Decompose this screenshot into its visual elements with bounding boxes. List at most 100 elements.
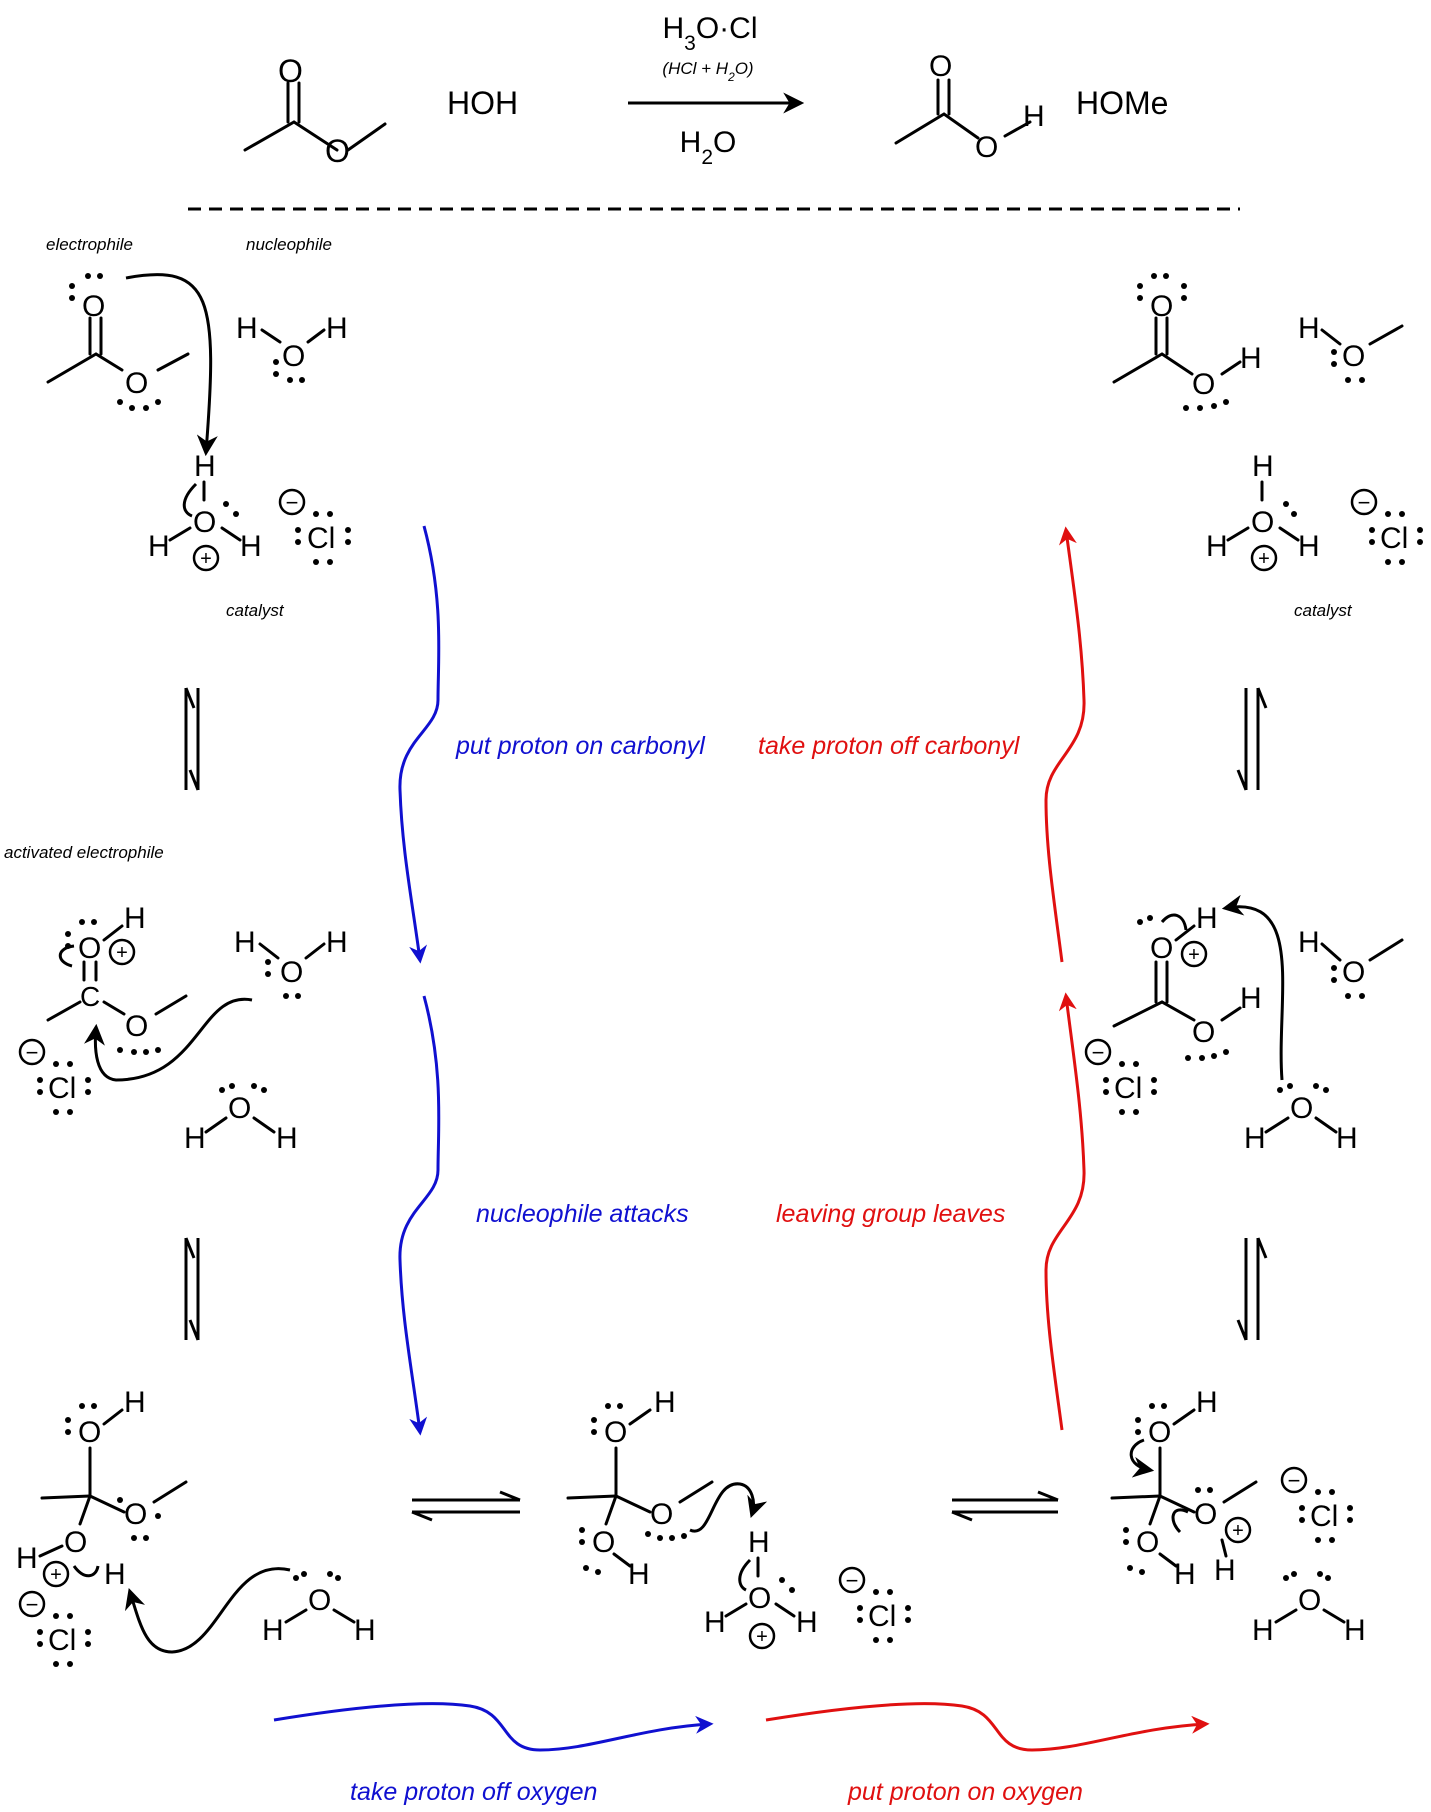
equilibrium-arrow [184, 1237, 200, 1341]
equilibrium-arrow [951, 1490, 1059, 1522]
atom-o: O [1136, 1526, 1159, 1559]
atom-cl: Cl [1114, 1072, 1142, 1105]
atom-h: H [1240, 342, 1262, 375]
charge-plus: + [1258, 548, 1270, 570]
atom-h: H [262, 1614, 284, 1647]
atom-o: O [278, 53, 303, 89]
activated-electrophile-label: activated electrophile [4, 843, 164, 862]
red-process-arrow [1044, 526, 1086, 963]
charge-minus: − [26, 1040, 39, 1065]
atom-h: H [628, 1558, 650, 1591]
atom-h: H [654, 1386, 676, 1419]
atom-h: H [148, 530, 170, 563]
atom-o: O [1342, 340, 1365, 373]
atom-o: O [280, 956, 303, 989]
charge-minus: − [286, 490, 299, 515]
atom-h: H [796, 1606, 818, 1639]
atom-h: H [1206, 530, 1228, 563]
atom-o: O [650, 1498, 673, 1531]
atom-o: O [1150, 932, 1173, 965]
atom-o: O [228, 1092, 251, 1125]
atom-o: O [975, 131, 998, 164]
atom-cl: Cl [307, 522, 335, 555]
atom-h: H [1298, 312, 1320, 345]
atom-o: O [1192, 1016, 1215, 1049]
charge-plus: + [200, 548, 212, 570]
atom-h: H [1344, 1614, 1366, 1647]
atom-o: O [124, 1498, 147, 1531]
equilibrium-arrow [1236, 687, 1268, 791]
atom-h: H [704, 1606, 726, 1639]
structure-protonated-tetrahedral: O H O O H H + − Cl H H O [16, 1386, 376, 1667]
reagent-above-label: H3O·Cl [662, 12, 757, 55]
atom-h: H [184, 1122, 206, 1155]
atom-h: H [124, 902, 146, 935]
red-process-arrow [765, 1702, 1210, 1752]
atom-h: H [1298, 926, 1320, 959]
step-label-put-proton-on-oxygen: put proton on oxygen [847, 1778, 1083, 1806]
atom-o: O [64, 1526, 87, 1559]
charge-plus: + [1188, 944, 1200, 966]
catalyst-right-label: catalyst [1294, 601, 1353, 620]
atom-o: O [1290, 1092, 1313, 1125]
atom-h: H [1214, 1554, 1236, 1587]
charge-minus: − [1288, 1468, 1301, 1493]
atom-h: H [1252, 1614, 1274, 1647]
atom-h: H [1240, 982, 1262, 1015]
charge-minus: − [1092, 1040, 1105, 1065]
methyl-acetate-structure: O O [243, 53, 387, 169]
atom-h: H [1196, 902, 1218, 935]
atom-cl: Cl [1380, 522, 1408, 555]
atom-h: H [276, 1122, 298, 1155]
atom-o: O [82, 290, 105, 323]
structure-protonated-acid: O H + O H H O − Cl H H O [1084, 894, 1404, 1155]
charge-minus: − [26, 1592, 39, 1617]
atom-o: O [1150, 290, 1173, 323]
reagent-below-label: H2O [680, 126, 737, 169]
atom-o: O [125, 367, 148, 400]
equilibrium-arrow [1236, 1237, 1268, 1341]
atom-o: O [929, 50, 952, 83]
step-label-nucleophile-attacks: nucleophile attacks [476, 1200, 689, 1228]
step-label-take-proton-off-oxygen: take proton off oxygen [350, 1778, 597, 1806]
methanol-product-label: HOMe [1076, 85, 1168, 121]
structure-protonated-methoxy-tetrahedral: O H O + H O H − Cl H H O [1110, 1386, 1366, 1647]
structure-activated-electrophile: activated electrophile O H + C O H H O −… [4, 843, 348, 1155]
atom-h: H [234, 926, 256, 959]
atom-cl: Cl [868, 1600, 896, 1633]
atom-h: H [354, 1614, 376, 1647]
atom-h: H [326, 926, 348, 959]
structure-neutral-tetrahedral: O H O O H H O H H + − Cl [566, 1386, 911, 1650]
charge-minus: − [1358, 490, 1371, 515]
atom-o: O [592, 1526, 615, 1559]
atom-o: O [325, 133, 350, 169]
header-reaction: O O HOH H3O·Cl (HCl + H2O) H2O O O H HOM… [243, 12, 1168, 169]
atom-h: H [326, 312, 348, 345]
step-label-put-proton-on-carbonyl: put proton on carbonyl [455, 732, 706, 760]
atom-o: O [748, 1582, 771, 1615]
atom-h: H [1196, 1386, 1218, 1419]
acetic-acid-structure: O O H [894, 50, 1045, 164]
atom-h: H [236, 312, 258, 345]
atom-h: H [194, 450, 216, 483]
atom-cl: Cl [48, 1624, 76, 1657]
atom-h: H [104, 1558, 126, 1591]
atom-o: O [1298, 1584, 1321, 1617]
atom-o: O [282, 340, 305, 373]
atom-h: H [240, 530, 262, 563]
structure-products-and-catalyst: O O H H O H O H H + − Cl [1112, 273, 1423, 620]
atom-o: O [308, 1584, 331, 1617]
charge-plus: + [1232, 1520, 1244, 1542]
atom-o: O [604, 1416, 627, 1449]
atom-h: H [1336, 1122, 1358, 1155]
atom-o: O [78, 1416, 101, 1449]
charge-plus: + [50, 1564, 62, 1586]
equilibrium-arrow [411, 1490, 521, 1522]
electrophile-label: electrophile [46, 235, 133, 254]
equilibrium-arrow [184, 687, 200, 791]
blue-process-arrow [273, 1702, 714, 1752]
reagent-note-label: (HCl + H2O) [662, 59, 753, 84]
atom-o: O [1342, 956, 1365, 989]
atom-o: O [1148, 1416, 1171, 1449]
